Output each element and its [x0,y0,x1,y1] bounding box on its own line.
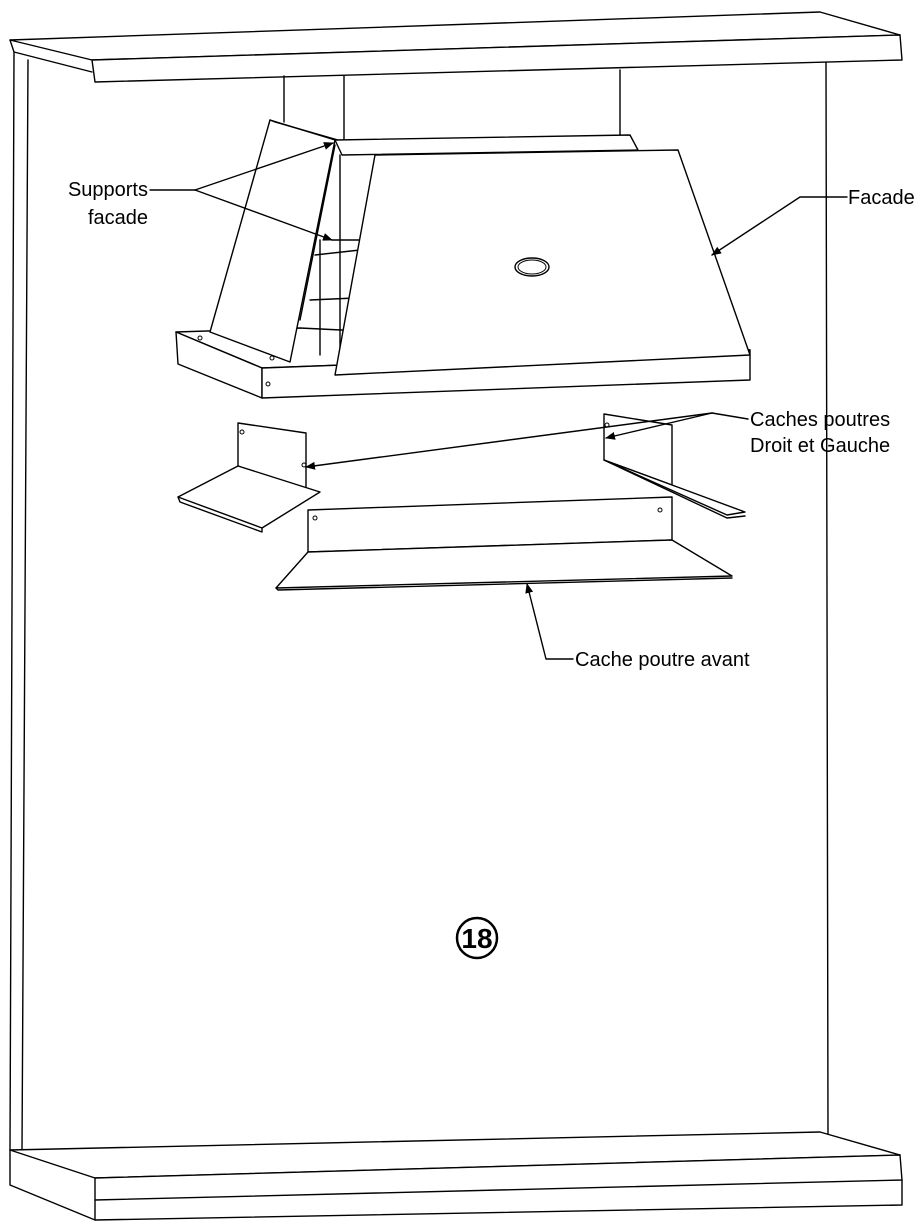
leader-lines [149,142,848,660]
label-supports-line1: Supports [68,179,148,201]
cabinet-frame [9,11,903,1221]
right-beam-cover [603,413,746,519]
hood-body [175,119,751,399]
label-caches-line2: Droit et Gauche [750,435,890,457]
front-beam-cover [275,496,733,591]
label-cache-avant: Cache poutre avant [575,649,750,671]
step-number-badge: 18 [455,916,499,960]
label-supports-line2: facade [88,207,148,229]
chimney-duct [283,69,621,141]
step-number: 18 [461,923,492,954]
left-beam-cover [177,422,321,533]
label-caches-line1: Caches poutres [750,409,890,431]
label-facade: Facade [848,187,915,209]
